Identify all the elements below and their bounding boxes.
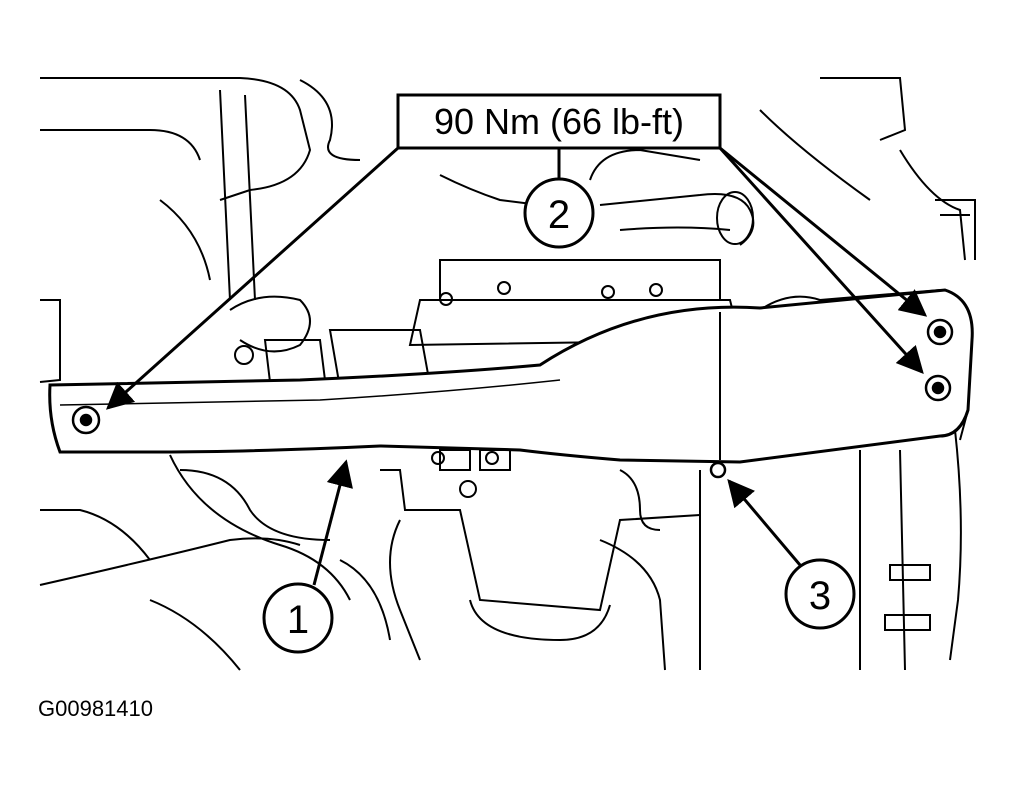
callout-3-arrow [727, 478, 802, 566]
callout-1-number: 1 [287, 598, 309, 642]
callout-3-number: 3 [809, 574, 831, 618]
callout-2: 2 [523, 177, 595, 249]
crossmember [48, 288, 974, 464]
torque-leader-arrows [105, 146, 928, 410]
callout-3: 3 [784, 558, 856, 630]
bolt-right-lower [924, 374, 952, 402]
callout-1: 1 [262, 582, 334, 654]
torque-label: 90 Nm (66 lb-ft) [434, 101, 684, 142]
callout-1-arrow [312, 459, 353, 586]
callout-2-number: 2 [548, 193, 570, 237]
fastener-small [709, 461, 727, 479]
torque-label-box: 90 Nm (66 lb-ft) [396, 93, 722, 150]
bolt-left [71, 405, 101, 435]
bolt-right-upper [926, 318, 954, 346]
figure-id: G00981410 [38, 696, 153, 721]
